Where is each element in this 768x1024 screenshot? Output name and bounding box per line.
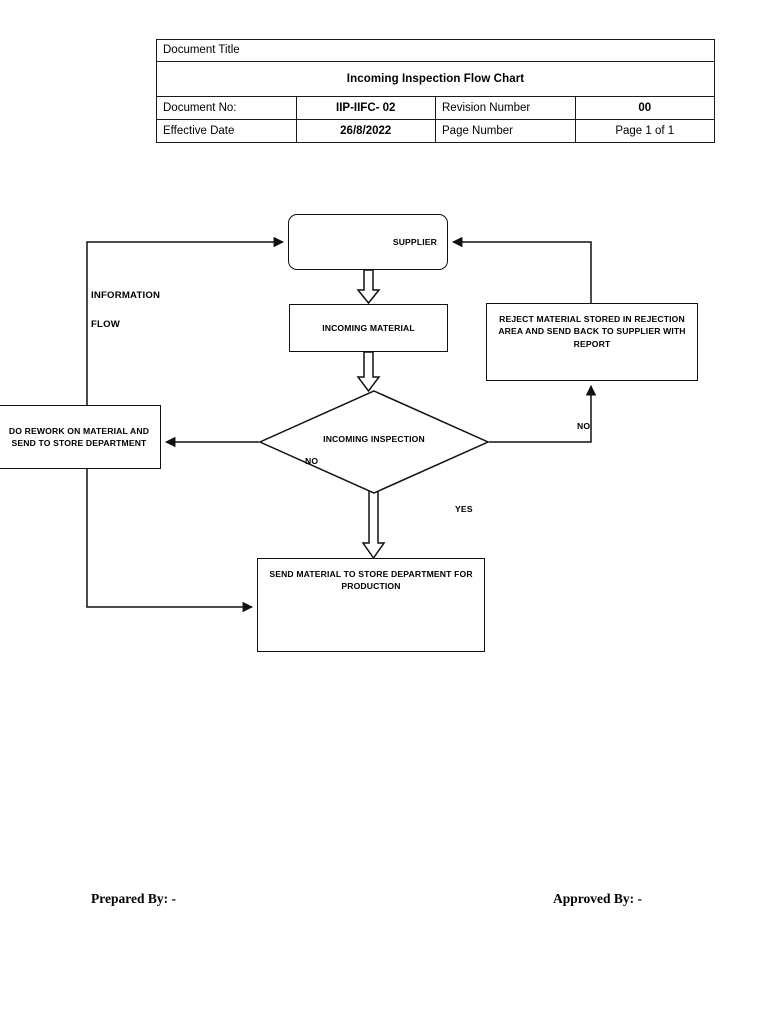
document-header-table: Document Title Incoming Inspection Flow … [156,39,715,143]
process-node-reject-material-label: REJECT MATERIAL STORED IN REJECTION AREA… [498,314,686,349]
connector-reject-to-supplier [451,236,592,303]
process-node-do-rework-label: DO REWORK ON MATERIAL AND SEND TO STORE … [8,425,150,448]
connector-decision-to-reject [489,384,597,443]
reject-branch-no-label: NO [577,421,591,431]
process-node-send-material-store-label: SEND MATERIAL TO STORE DEPARTMENT FOR PR… [269,569,473,592]
decision-node-label: INCOMING INSPECTION [323,434,425,444]
decision-diamond-shape [258,390,490,494]
decision-branch-no-label: NO [305,456,319,466]
process-node-supplier[interactable]: SUPPLIER [288,214,448,270]
process-node-supplier-label: SUPPLIER [392,236,437,247]
process-node-do-rework[interactable]: DO REWORK ON MATERIAL AND SEND TO STORE … [0,405,161,469]
process-node-reject-material[interactable]: REJECT MATERIAL STORED IN REJECTION AREA… [486,303,698,381]
decision-node-incoming-inspection[interactable]: INCOMING INSPECTION NO [258,390,490,494]
header-row-document-no: Document No: IIP-IIFC- 02 Revision Numbe… [156,96,715,120]
information-flow-label-line2: FLOW [91,319,121,330]
effective-date-value: 26/8/2022 [295,119,436,143]
prepared-by-label: Prepared By: - [91,891,176,906]
page-number-value: Page 1 of 1 [574,119,715,143]
information-flow-label-line1: INFORMATION [91,290,161,301]
process-node-incoming-material-label: INCOMING MATERIAL [322,322,415,333]
connector-decision-to-send-store [361,488,386,560]
process-node-incoming-material[interactable]: INCOMING MATERIAL [289,304,448,352]
connector-rework-to-send-store [86,469,254,613]
page-number-label: Page Number [435,119,576,143]
approved-by-label: Approved By: - [553,891,643,906]
effective-date-label: Effective Date [156,119,297,143]
revision-number-label: Revision Number [435,96,576,120]
connector-rework-to-supplier [86,236,285,405]
header-row-effective-date: Effective Date 26/8/2022 Page Number Pag… [156,119,715,143]
decision-branch-yes-label: YES [455,504,473,514]
process-node-send-material-store[interactable]: SEND MATERIAL TO STORE DEPARTMENT FOR PR… [257,558,485,652]
connector-incoming-material-to-decision [356,351,381,393]
connector-supplier-to-incoming-material [356,269,381,305]
